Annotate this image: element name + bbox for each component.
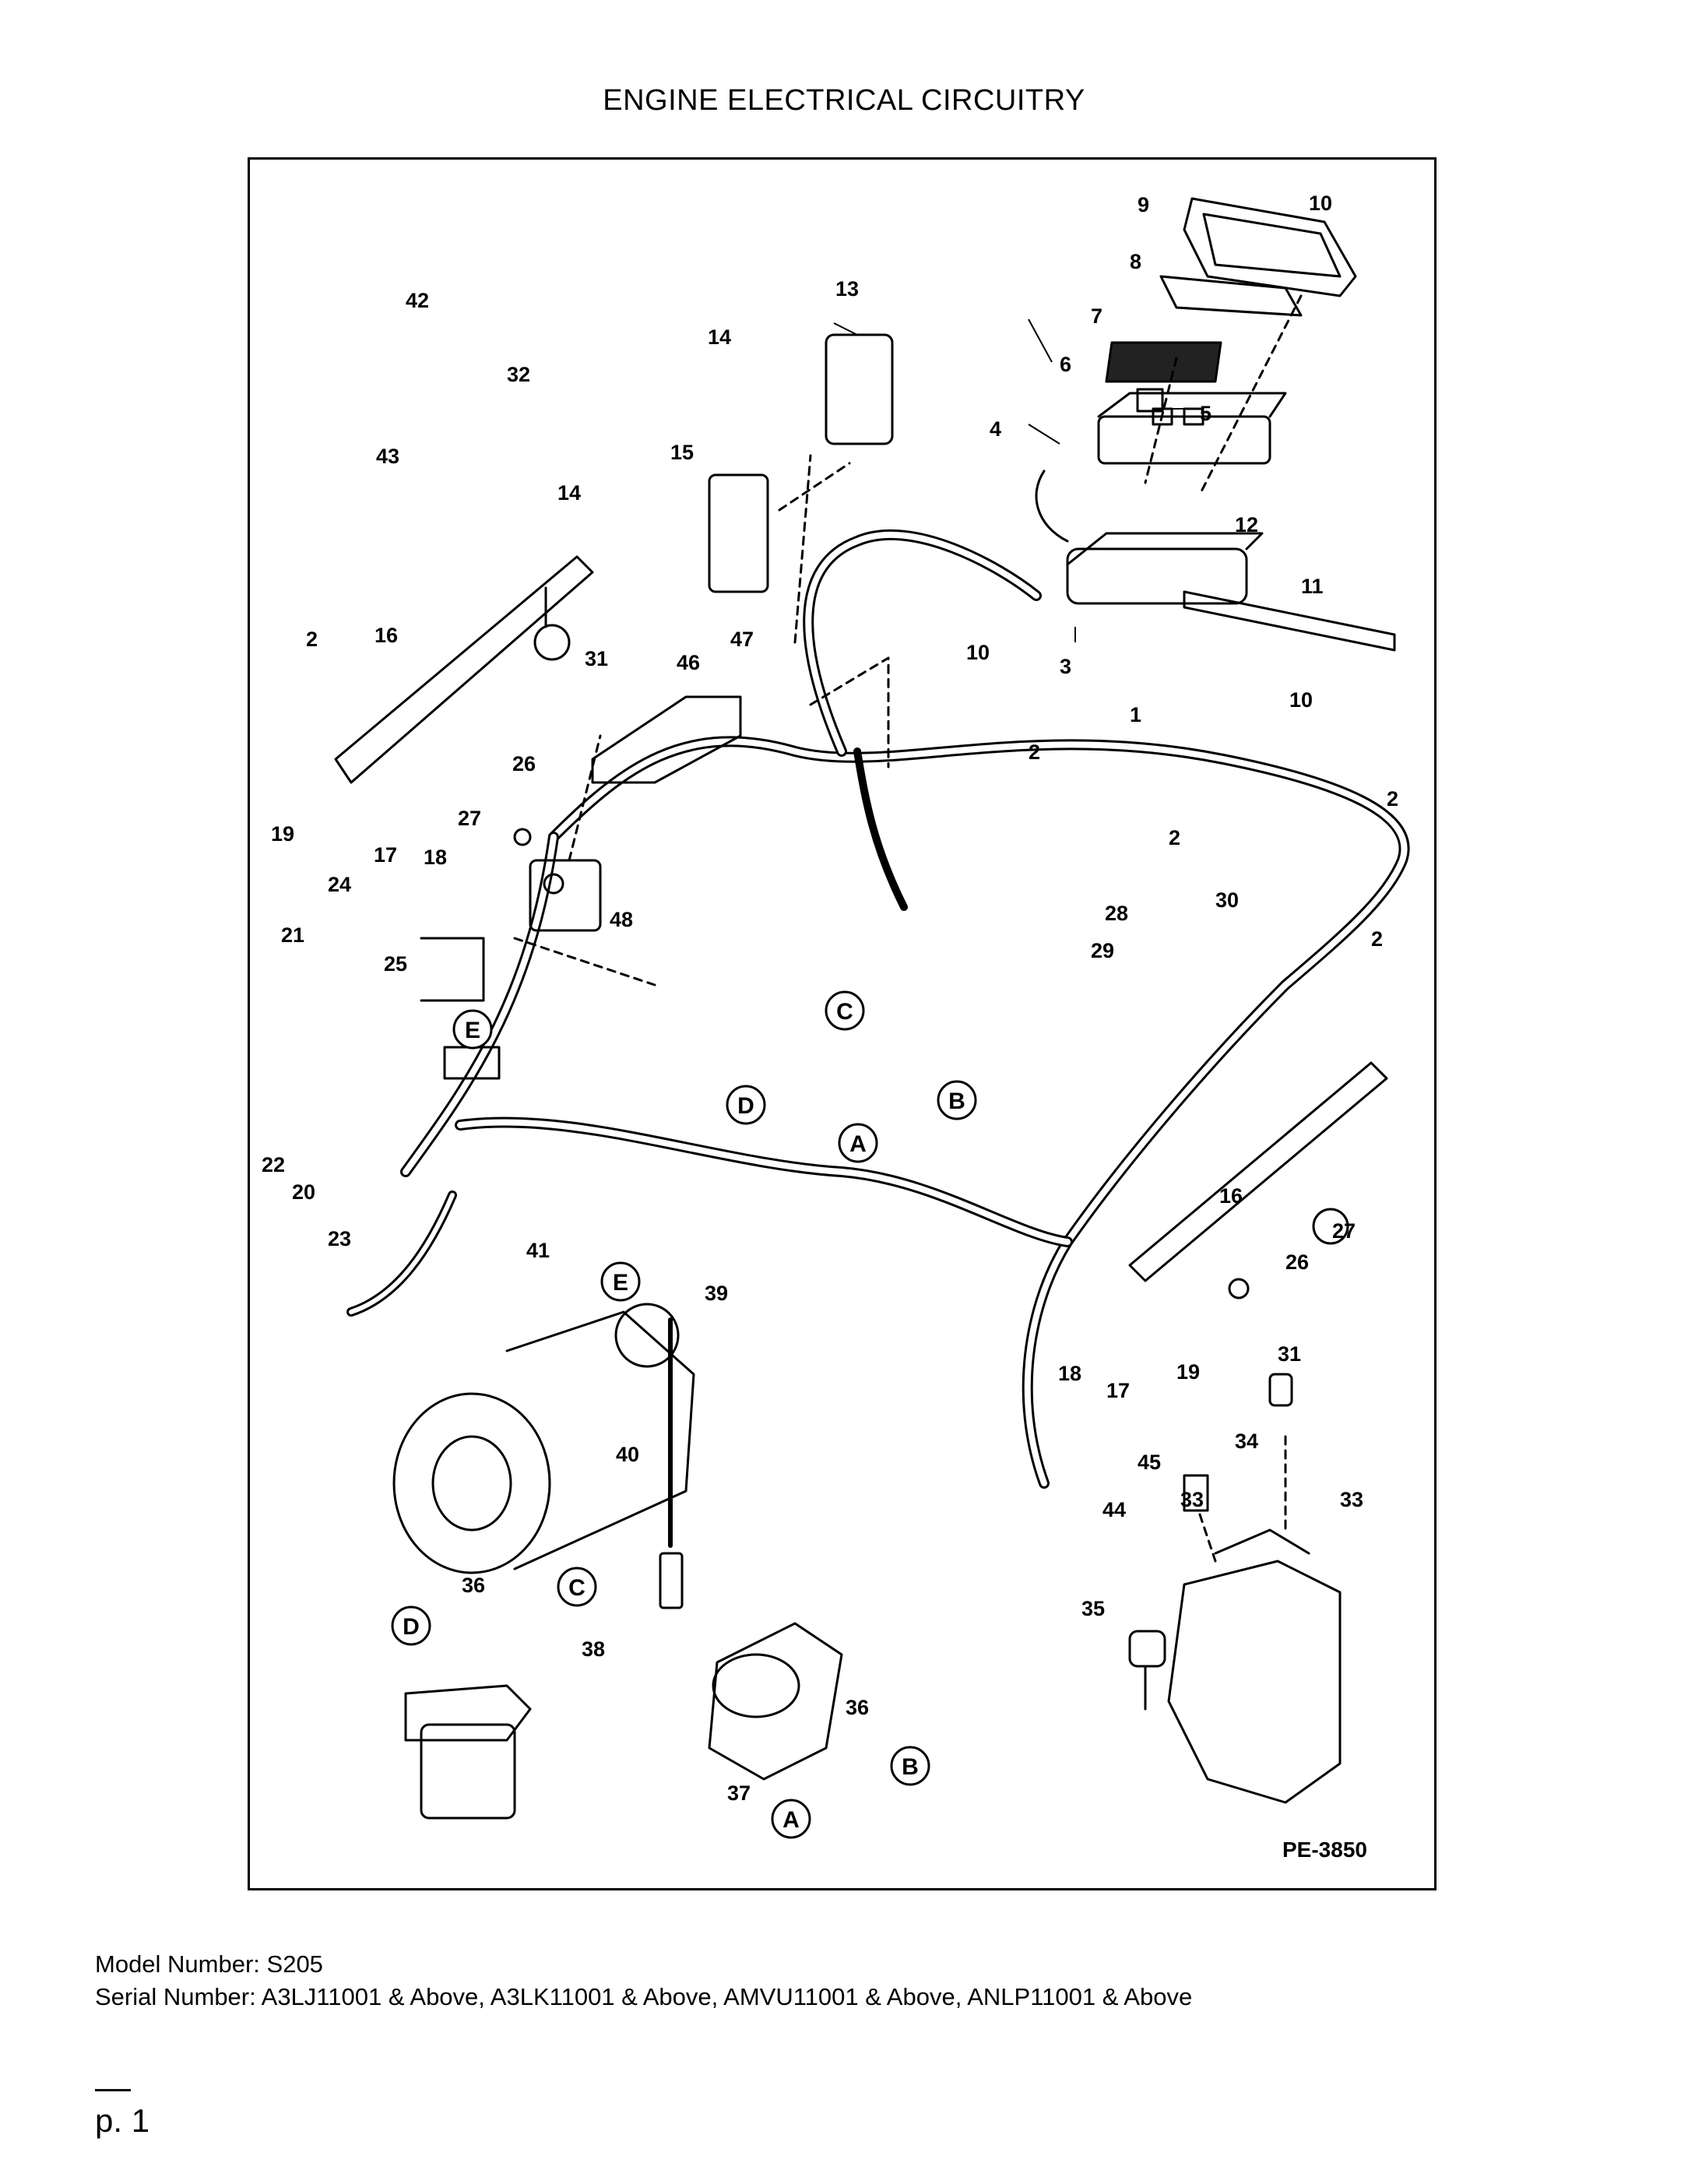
callout-label: 10 — [1289, 688, 1313, 712]
callout-label: 25 — [384, 952, 407, 976]
model-number: Model Number: S205 — [95, 1950, 323, 1978]
callout-label: 37 — [727, 1781, 751, 1805]
callout-label: 23 — [328, 1227, 351, 1250]
callout-label: 9 — [1138, 193, 1149, 216]
connector-label: D — [737, 1093, 754, 1119]
callout-label: 18 — [424, 846, 447, 869]
callout-label: 14 — [708, 325, 731, 349]
callout-label: 27 — [1332, 1219, 1356, 1243]
callout-label: 32 — [507, 363, 530, 386]
callout-label: 33 — [1340, 1488, 1363, 1511]
wiring-diagram: 1 2 2 2 2 2 3 4 5 6 7 8 9 10 10 10 11 12… — [262, 192, 1410, 1862]
connector-label: A — [849, 1131, 867, 1157]
callout-label: 2 — [1371, 927, 1383, 951]
callout-label: 42 — [406, 289, 429, 312]
callout-label: 22 — [262, 1153, 285, 1176]
filter-left — [420, 1723, 516, 1820]
callout-label: 19 — [271, 822, 294, 846]
connector-label: C — [568, 1575, 586, 1601]
callout-label: 33 — [1180, 1488, 1204, 1511]
connector-label: E — [613, 1270, 628, 1296]
callout-label: 21 — [281, 923, 304, 947]
callout-label: 31 — [1278, 1342, 1301, 1366]
callout-label: 40 — [616, 1443, 639, 1466]
callout-label: 16 — [375, 624, 398, 647]
starter-motor — [392, 1392, 551, 1574]
callout-label: 26 — [1285, 1250, 1309, 1274]
main-harness — [548, 736, 1410, 1489]
cover — [1183, 197, 1357, 297]
callout-label: 10 — [1309, 192, 1332, 215]
callout-label: 6 — [1060, 353, 1071, 376]
callout-label: 10 — [966, 641, 990, 664]
drawing-code: PE-3850 — [1282, 1838, 1367, 1862]
fuse-box-base — [1066, 547, 1248, 605]
controller-15 — [708, 473, 769, 593]
callout-label: 41 — [526, 1239, 550, 1262]
diagram-frame — [248, 157, 1437, 1890]
callout-label: 1 — [1130, 703, 1141, 726]
callout-label: 24 — [328, 873, 351, 896]
rail-left — [334, 555, 594, 784]
controller-13 — [825, 333, 894, 445]
callout-label: 2 — [1169, 826, 1180, 849]
callout-label: 48 — [610, 908, 633, 931]
callout-label: 15 — [670, 441, 694, 464]
callout-label: 45 — [1138, 1451, 1161, 1474]
page-title: ENGINE ELECTRICAL CIRCUITRY — [603, 84, 1085, 117]
connector-label: B — [902, 1754, 919, 1780]
regulator — [529, 859, 602, 932]
callout-label: 5 — [1200, 402, 1211, 425]
callout-label: 34 — [1235, 1430, 1258, 1453]
callout-label: 18 — [1058, 1362, 1081, 1385]
callout-label: 29 — [1091, 939, 1114, 962]
connector-label: A — [782, 1807, 800, 1833]
connector-label: E — [465, 1018, 480, 1043]
callout-label: 4 — [990, 417, 1001, 441]
page-number: p. 1 — [95, 2102, 150, 2139]
callout-label: 30 — [1215, 888, 1239, 912]
callout-label: 46 — [677, 651, 700, 674]
callout-label: 13 — [835, 277, 859, 301]
serial-number: Serial Number: A3LJ11001 & Above, A3LK11… — [95, 1983, 1193, 2010]
injection-pump — [1167, 1560, 1342, 1804]
page-number-rule — [95, 2089, 131, 2091]
callout-label: 8 — [1130, 250, 1141, 273]
filter-center — [708, 1622, 843, 1781]
callout-label: 2 — [1029, 740, 1040, 764]
callout-label: 39 — [705, 1282, 728, 1305]
connector-label: C — [836, 999, 853, 1025]
callout-label: 2 — [306, 628, 318, 651]
callout-label: 43 — [376, 445, 399, 468]
callout-label: 36 — [846, 1696, 869, 1719]
callout-label: 17 — [374, 843, 397, 867]
callout-label: 17 — [1106, 1379, 1130, 1402]
connector-label: D — [403, 1614, 420, 1640]
rail-right — [1128, 1061, 1388, 1282]
callout-label: 14 — [557, 481, 581, 505]
callout-label: 28 — [1105, 902, 1128, 925]
callout-label: 47 — [730, 628, 754, 651]
callout-label: 44 — [1102, 1498, 1126, 1521]
callout-label: 11 — [1301, 575, 1324, 598]
callout-label: 36 — [462, 1574, 485, 1597]
callout-label: 16 — [1219, 1184, 1243, 1208]
callout-label: 7 — [1091, 304, 1102, 328]
callout-label: 19 — [1176, 1360, 1200, 1384]
callout-label: 35 — [1081, 1597, 1105, 1620]
callout-label: 27 — [458, 807, 481, 830]
callout-label: 2 — [1387, 787, 1398, 811]
callout-label: 20 — [292, 1180, 315, 1204]
callout-label: 31 — [585, 647, 608, 670]
connector-label: B — [948, 1088, 965, 1114]
callout-label: 26 — [512, 752, 536, 775]
callout-label: 3 — [1060, 655, 1071, 678]
callout-label: 12 — [1235, 513, 1258, 536]
callout-label: 38 — [582, 1637, 605, 1661]
